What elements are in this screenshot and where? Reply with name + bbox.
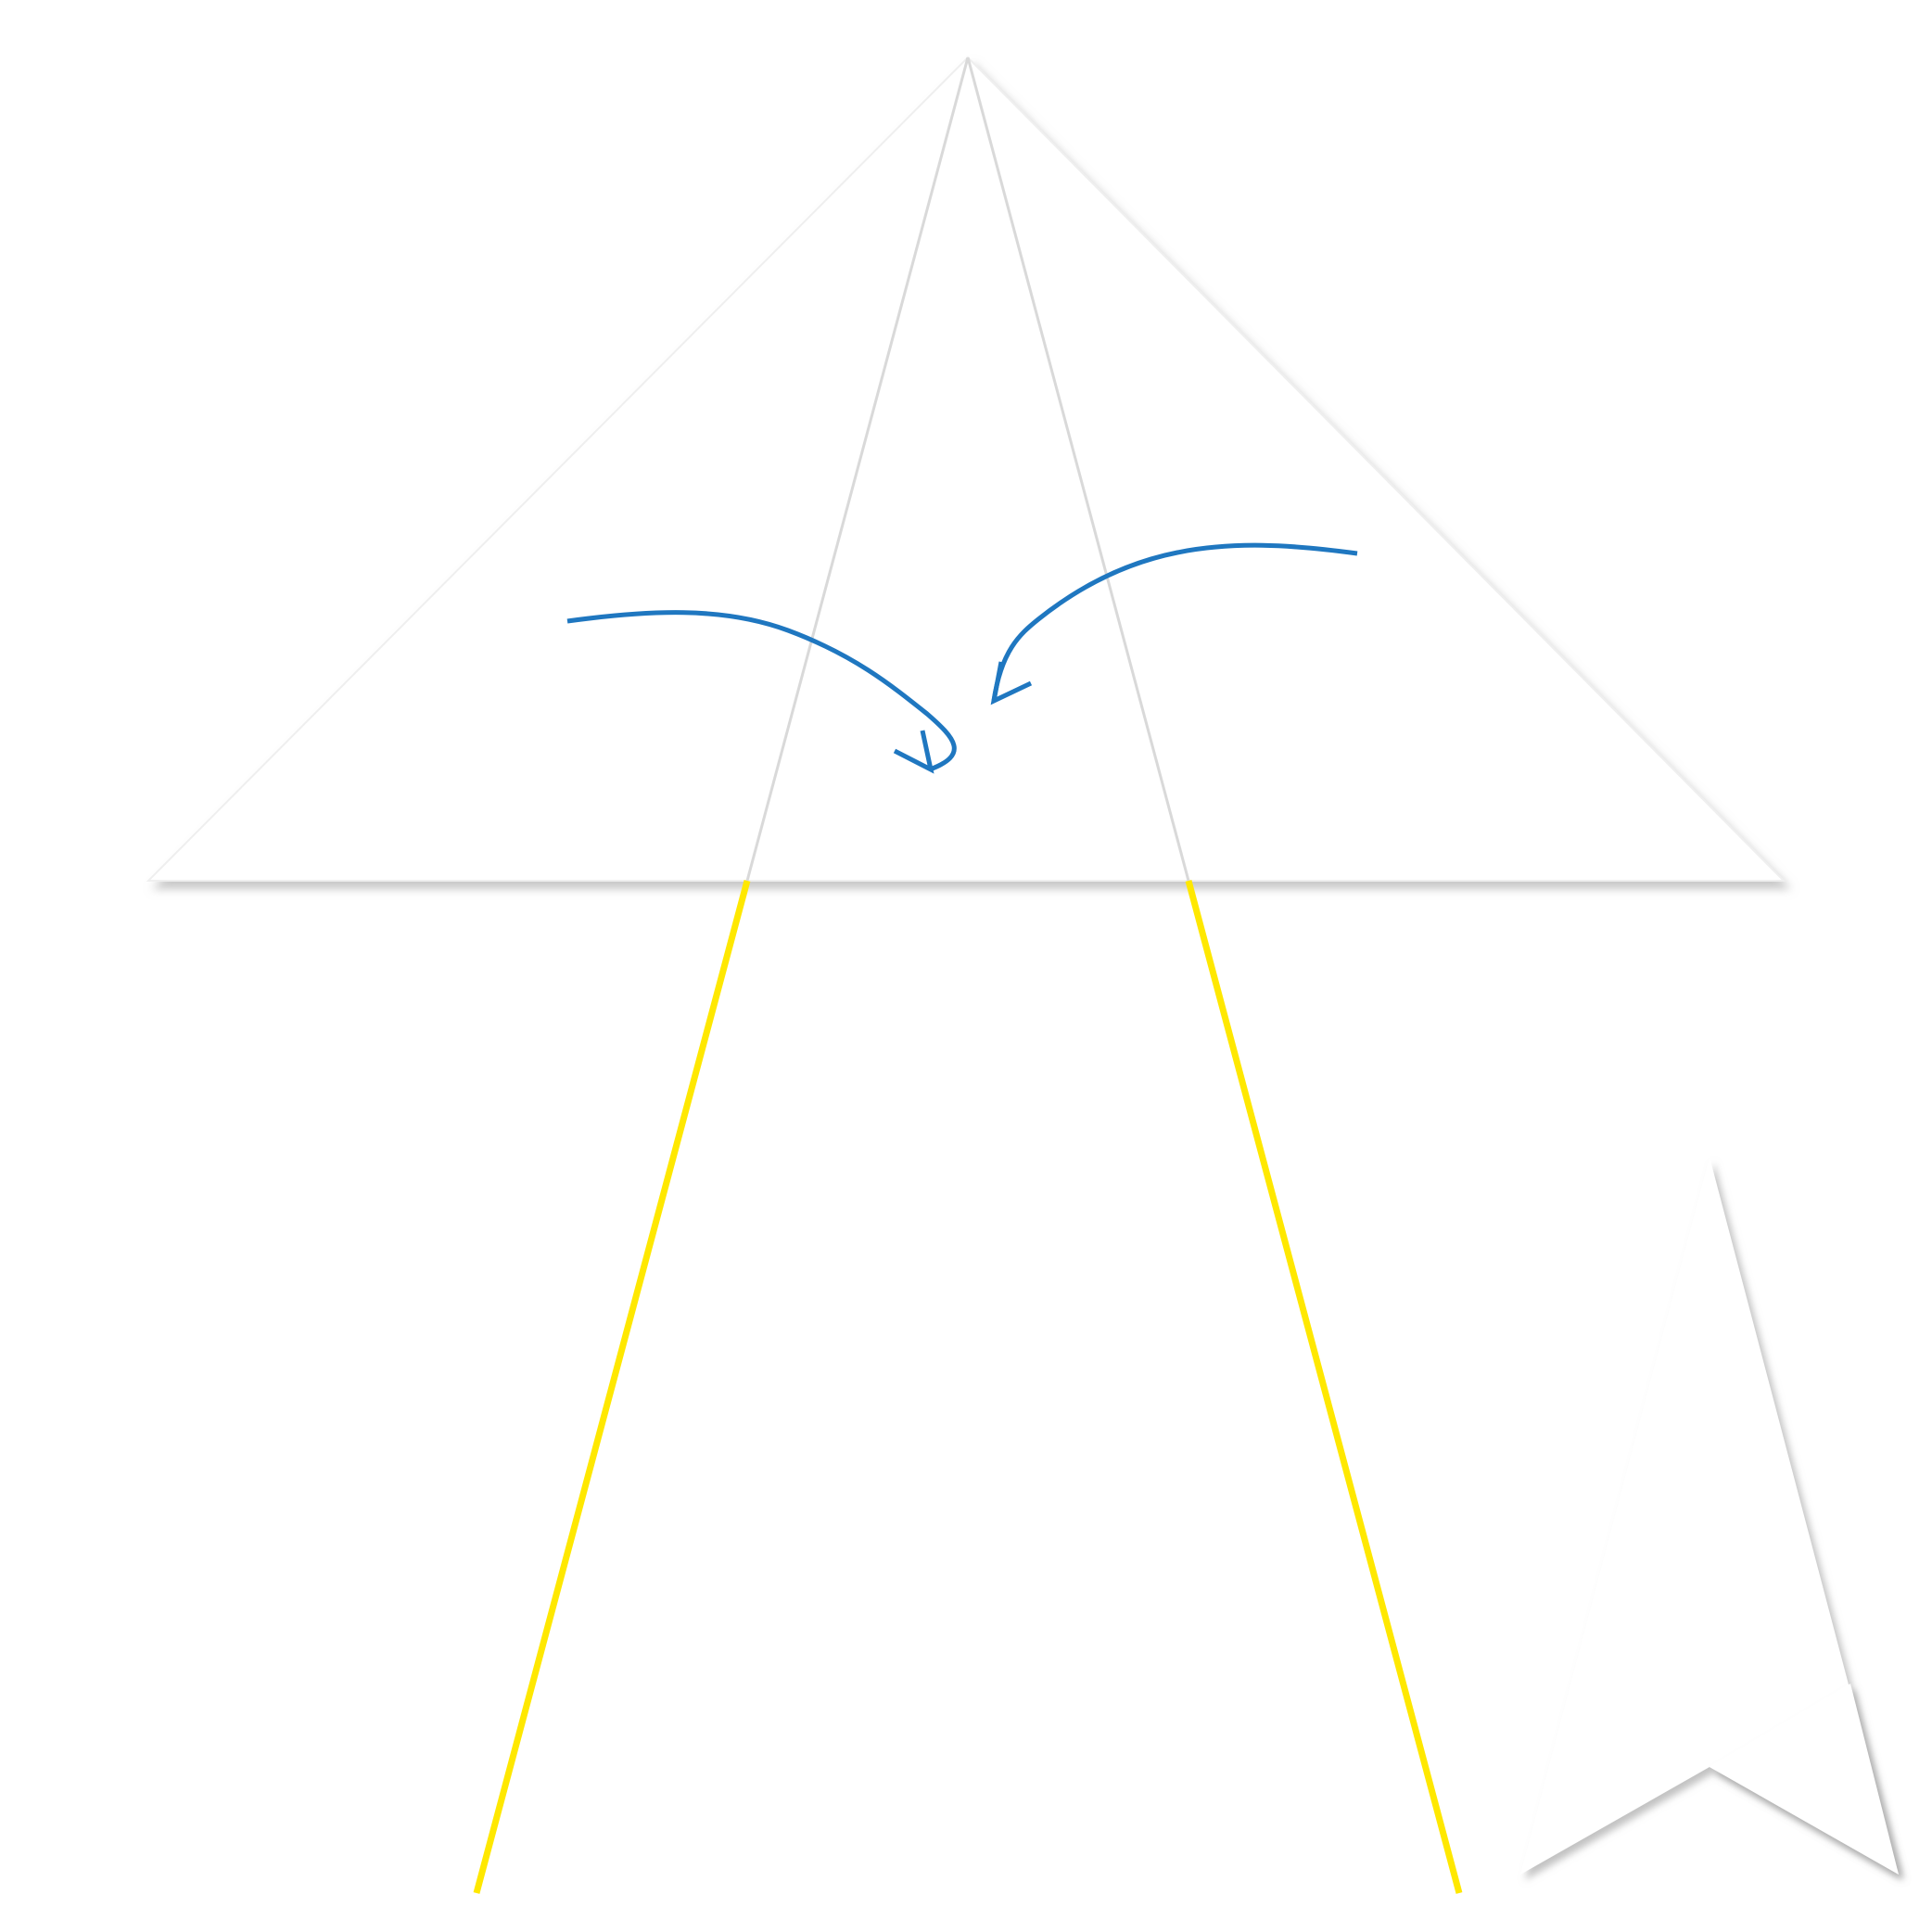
right-guide-line bbox=[1185, 880, 1463, 1894]
small-folded-shape-flap bbox=[1710, 1684, 1899, 1875]
right-crease-line bbox=[966, 57, 1190, 882]
left-crease-line bbox=[745, 57, 970, 882]
small-folded-shape bbox=[1520, 1157, 1899, 1875]
left-fold-arrow bbox=[566, 610, 957, 774]
left-guide-line bbox=[473, 880, 751, 1894]
small-folded-shape-body bbox=[1520, 1157, 1899, 1875]
large-paper-triangle bbox=[146, 56, 1786, 882]
right-fold-arrow bbox=[990, 542, 1358, 705]
